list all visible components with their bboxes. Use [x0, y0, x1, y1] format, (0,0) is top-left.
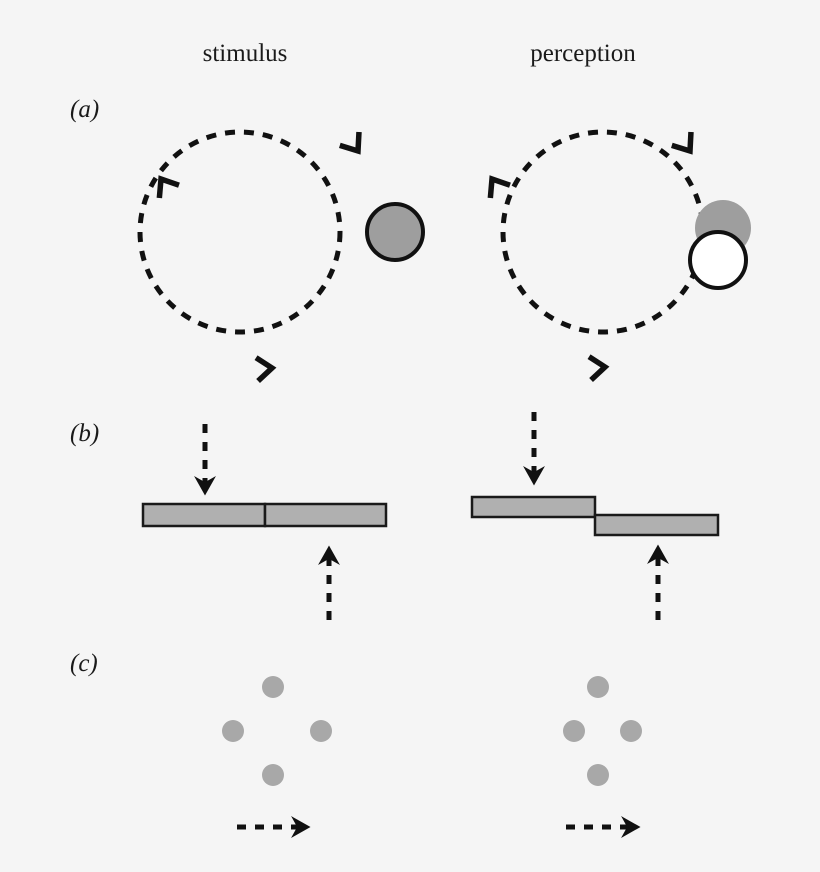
bar-left-segment-left: [141, 502, 267, 528]
panel-a-left-stimulus: [137, 129, 425, 383]
dot-left-right: [563, 720, 585, 742]
dot-right-right: [620, 720, 642, 742]
bar-right-segment-right: [593, 513, 720, 537]
dot-top-right: [587, 676, 609, 698]
motion-arrow-down-right-head: [523, 466, 545, 486]
motion-arrow-right-left-head: [291, 816, 311, 838]
panel-label-a: (a): [70, 96, 100, 123]
motion-arrow-up-left-head: [318, 545, 340, 565]
motion-arrow-up-right-head: [647, 544, 669, 564]
dot-right-left: [310, 720, 332, 742]
motion-arrow-up-left: [318, 545, 340, 620]
dot-bottom-right: [587, 764, 609, 786]
orbit-arrowhead-left-right: [487, 175, 511, 199]
panel-a-right-perception: [487, 129, 751, 382]
orbit-arrowhead-bottom-right: [587, 354, 610, 382]
panel-c-right-perception: [563, 676, 642, 838]
motion-arrow-right-left: [237, 816, 311, 838]
motion-arrow-down-left: [194, 424, 216, 496]
stimulus-disk-left: [365, 202, 425, 262]
motion-arrow-up-right: [647, 544, 669, 620]
panel-c-left-stimulus: [222, 676, 332, 838]
motion-arrow-right-right-head: [621, 816, 641, 838]
column-header-stimulus: stimulus: [202, 40, 288, 67]
dot-top-left: [262, 676, 284, 698]
dot-bottom-left: [262, 764, 284, 786]
orbit-arrowhead-bottom-left: [254, 355, 277, 383]
orbit-arrowhead-left-left: [156, 175, 180, 199]
panel-label-c: (c): [70, 650, 98, 677]
column-header-perception: perception: [530, 40, 636, 67]
orbit-arrowhead-top-right-left: [339, 131, 362, 155]
panel-label-b: (b): [70, 420, 100, 447]
panel-b-right-perception: [470, 412, 720, 620]
orbit-path-left: [137, 129, 343, 335]
motion-arrow-right-right: [566, 816, 641, 838]
orbit-path-right: [500, 129, 706, 335]
motion-arrow-down-left-head: [194, 476, 216, 496]
motion-arrow-down-right: [523, 412, 545, 486]
orbit-arrowhead-top-right-right: [671, 131, 694, 155]
bar-left-segment-right: [470, 495, 597, 519]
bar-right-segment-left: [263, 502, 388, 528]
perceived-disk-outline-right: [688, 230, 748, 290]
dot-left-left: [222, 720, 244, 742]
panel-b-left-stimulus: [141, 424, 388, 620]
